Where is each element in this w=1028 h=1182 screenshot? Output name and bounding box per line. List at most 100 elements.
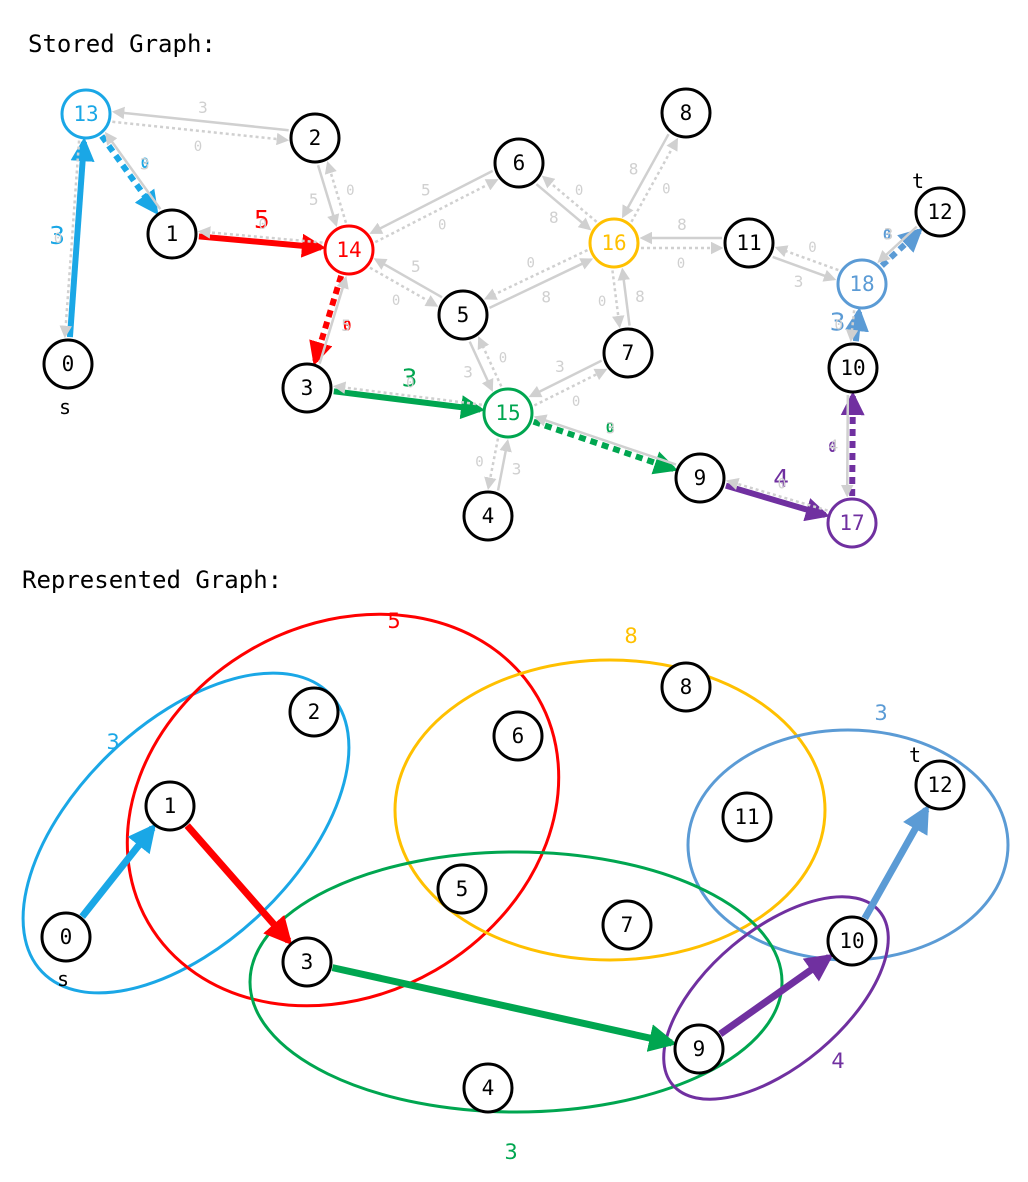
edge-weight-5-16: 8 [541, 287, 551, 306]
dotted-edge-15-4 [484, 438, 500, 491]
edge-weight-18-11: 0 [808, 240, 816, 256]
stored-node-10-circle [827, 342, 879, 394]
dotted-edge-15-3 [332, 381, 482, 406]
hyperedge-weight-c15: 3 [504, 1140, 517, 1164]
hyperedge-c16 [393, 658, 827, 962]
solid-edge-5-15 [468, 341, 494, 392]
edge-weight-15-3: 0 [406, 376, 414, 392]
edge-weight-3-15: 3 [402, 364, 418, 393]
solid-edge-2-14 [316, 164, 340, 228]
solid-edge-5-14 [373, 258, 443, 299]
stored-node-18-circle [836, 258, 888, 310]
dotted-edge-15-9 [532, 418, 679, 475]
dotted-edge-17-9 [725, 477, 828, 512]
dotted-edge-16-5 [483, 248, 589, 300]
edge-weight-15-7: 0 [572, 394, 580, 410]
edge-weight-14-1: 0 [258, 217, 266, 233]
path-edge-10-12 [861, 804, 930, 921]
rep-node-4-circle [462, 1062, 514, 1114]
rep-node-10-circle [826, 915, 878, 967]
hyperedge-weight-c16: 8 [624, 624, 637, 648]
stored-node-3-circle [281, 362, 333, 414]
solid-edge-3-14 [318, 275, 349, 364]
rep-node-5-label: 5 [456, 877, 469, 901]
rep-node-0-circle [40, 911, 92, 963]
edge-weight-15-9: 0 [606, 420, 614, 436]
rep-node-0-label: 0 [60, 925, 73, 949]
dotted-edge-15-5 [477, 336, 503, 387]
dotted-edge-15-7 [533, 368, 608, 407]
rep-node-8-circle [660, 661, 712, 713]
rep-node-5-circle [436, 863, 488, 915]
solid-edge-3-15 [333, 388, 485, 420]
dotted-edge-18-10 [845, 310, 859, 343]
stored-node-13-label: 13 [73, 102, 98, 126]
solid-edge-5-16 [488, 258, 594, 310]
edge-weight-2-14: 5 [309, 190, 319, 209]
edge-weight-13-0: 0 [54, 231, 62, 247]
dotted-edge-14-1 [197, 226, 323, 244]
hyperedge-c17 [662, 895, 890, 1101]
rep-node-1-label: 1 [164, 794, 177, 818]
dotted-edge-14-6 [374, 179, 499, 244]
edge-weight-16-5: 0 [527, 256, 535, 272]
stored-node-5-label: 5 [457, 303, 470, 327]
rep-node-11-label: 11 [734, 805, 759, 829]
rep-sink-label: t [909, 743, 921, 767]
solid-edge-11-18 [772, 255, 837, 282]
rep-node-3-circle [281, 936, 333, 988]
rep-node-6-label: 6 [512, 724, 525, 748]
stored-node-0-label: 0 [62, 352, 75, 376]
stored-node-15-circle [482, 387, 534, 439]
edge-weight-14-6: 0 [438, 218, 446, 234]
stored-node-14-label: 14 [336, 238, 361, 262]
stored-node-3-label: 3 [301, 376, 314, 400]
rep-node-2-circle [288, 686, 340, 738]
edge-weight-7-15: 3 [555, 357, 565, 376]
rep-node-10-label: 10 [839, 929, 864, 953]
dotted-edge-17-10 [840, 391, 865, 497]
edge-weight-6-14: 5 [421, 180, 431, 199]
rep-node-11-circle [721, 791, 773, 843]
solid-edge-8-16 [621, 133, 670, 219]
dotted-edge-18-12 [879, 227, 923, 268]
edge-weight-10-18: 3 [830, 307, 846, 336]
edge-weight-6-16: 8 [549, 208, 559, 227]
dotted-edge-13-0 [59, 140, 81, 339]
edge-weight-5-15: 3 [463, 362, 473, 381]
stored-node-12-label: 12 [927, 200, 952, 224]
dotted-edge-14-3 [309, 274, 345, 366]
edge-weight-17-9: 0 [778, 476, 786, 492]
solid-edge-4-15 [496, 438, 512, 491]
rep-node-9-circle [673, 1023, 725, 1075]
solid-edge-6-14 [369, 169, 494, 234]
edge-weight-16-6: 0 [575, 183, 583, 199]
hyperedge-weight-c18: 3 [874, 701, 887, 725]
stored-node-16-circle [588, 217, 640, 269]
stored-node-8-label: 8 [680, 101, 693, 125]
stored-node-13-circle [60, 88, 112, 140]
edge-weight-15-5: 0 [499, 351, 507, 367]
path-edge-0-1 [79, 823, 157, 919]
hyperedge-c15 [248, 850, 784, 1114]
edge-weight-11-18: 3 [794, 272, 804, 291]
edge-weight-3-14: 5 [341, 316, 351, 335]
path-edge-1-3 [184, 823, 293, 946]
rep-source-label: s [57, 967, 69, 991]
solid-edge-9-17 [725, 482, 830, 522]
stored-node-11-circle [723, 217, 775, 269]
stored-node-12-circle [914, 186, 966, 238]
stored-node-6-label: 6 [513, 151, 526, 175]
stored-graph-title: Stored Graph: [28, 30, 216, 58]
stored-node-4-circle [462, 490, 514, 542]
rep-node-7-label: 7 [621, 913, 634, 937]
solid-edge-7-16 [617, 267, 631, 326]
stored-node-14-circle [323, 224, 375, 276]
stored-node-15-label: 15 [495, 401, 520, 425]
edge-weight-12-18: 3 [884, 225, 894, 244]
stored-node-7-label: 7 [622, 341, 635, 365]
dotted-edge-16-8 [630, 137, 679, 223]
